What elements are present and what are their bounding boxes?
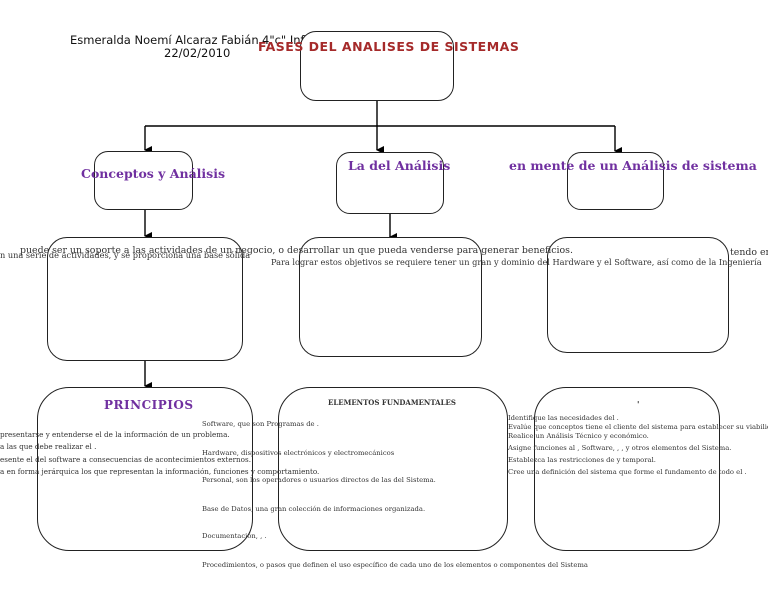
text-objetivos: Para lograr estos objetivos se requiere … — [271, 257, 762, 267]
label-conceptos: Conceptos y Análisis — [81, 166, 226, 181]
elemento-item: Base de Datos, una gran colección de inf… — [202, 505, 426, 513]
author-name: Esmeralda Noemí Alcaraz Fabián — [70, 33, 259, 47]
principio-item: presentarse y entenderse el de la inform… — [0, 430, 230, 439]
principio-item: esente el del software a consecuencias d… — [0, 455, 251, 464]
objetivo-item: Cree una definición del sistema que form… — [508, 468, 747, 476]
box-principios — [37, 387, 253, 551]
date-label: 22/02/2010 — [164, 46, 231, 60]
elemento-item: Software, que son Programas de . — [202, 420, 319, 428]
objetivo-item: Realice un Análisis Técnico y económico. — [508, 432, 649, 440]
box-elementos — [278, 387, 508, 551]
elemento-item: Documentación, , . — [202, 532, 267, 540]
text-mente-overflow: tendo en — [730, 247, 768, 258]
objetivo-item: Asigne funciones al , Software, , , y ot… — [508, 444, 732, 452]
principios-title: PRINCIPIOS — [104, 398, 194, 412]
label-mente: en mente de un Análisis de sistema — [509, 158, 757, 173]
elementos-title: ELEMENTOS FUNDAMENTALES — [328, 398, 456, 407]
elemento-item: Hardware, dispositivos electrónicos y el… — [202, 449, 395, 457]
objetivo-item: Establezca las restricciones de y tempor… — [508, 456, 656, 464]
node-conceptos — [94, 151, 193, 210]
label-analisis: La del Análisis — [348, 158, 451, 173]
group-label: 4"c" Inf — [262, 33, 305, 47]
principio-item: a en forma jerárquica los que representa… — [0, 467, 320, 476]
text-negocio: puede ser un soporte a las actividades d… — [20, 245, 573, 256]
box-mente-detail — [547, 237, 729, 353]
node-mente — [567, 152, 664, 210]
box-objetivos — [534, 387, 720, 551]
node-analisis — [336, 152, 444, 214]
title-node — [300, 31, 454, 101]
principio-item: a las que debe realizar el . — [0, 442, 97, 451]
objetivos-title: ' — [637, 399, 640, 409]
text-conceptos-overflow: n una serie de actividades, y se proporc… — [0, 250, 251, 260]
elemento-item: Procedimientos, o pasos que definen el u… — [202, 561, 588, 569]
diagram-title: FASES DEL ANALISES DE SISTEMAS — [258, 39, 520, 54]
objetivo-item: Evalúe que conceptos tiene el cliente de… — [508, 423, 768, 431]
box-conceptos-detail — [47, 237, 243, 361]
box-analisis-detail — [299, 237, 482, 357]
elemento-item: Personal, son los operadores o usuarios … — [202, 476, 436, 484]
objetivo-item: Identifique las necesidades del . — [508, 414, 619, 422]
